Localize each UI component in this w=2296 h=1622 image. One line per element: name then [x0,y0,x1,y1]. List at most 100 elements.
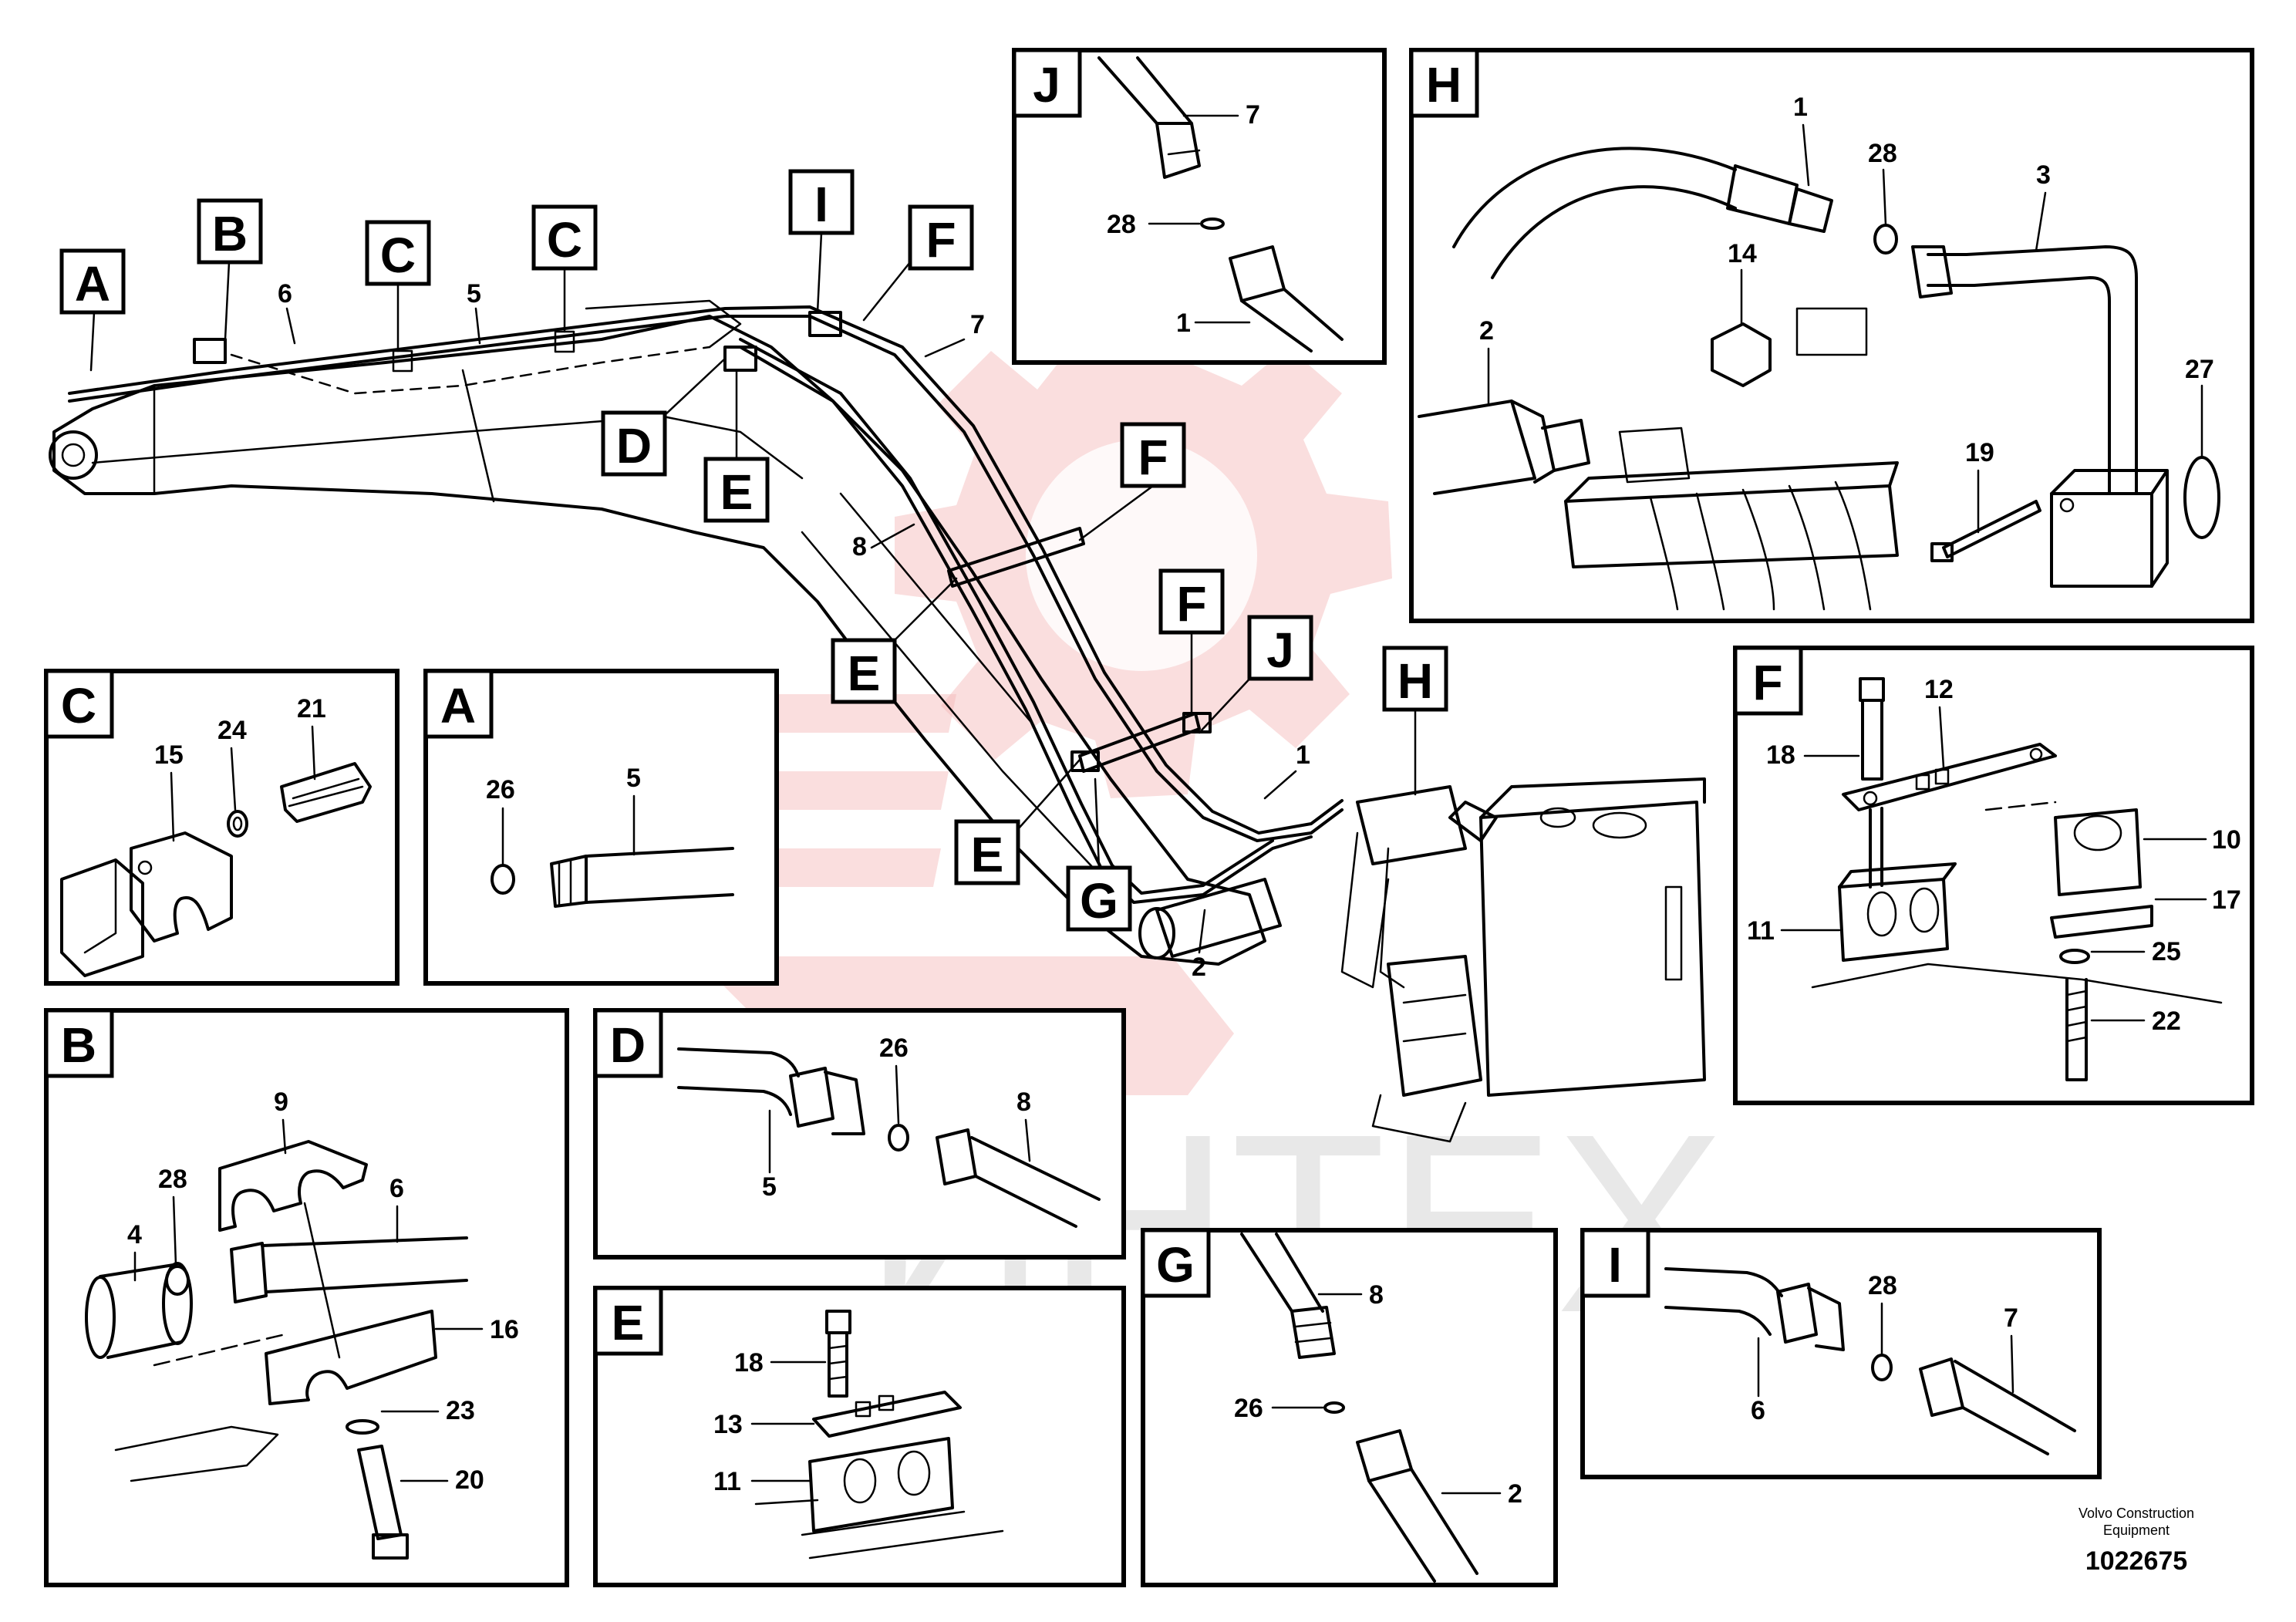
brand-line-2: Equipment [2103,1523,2170,1538]
label-1: 1 [1793,93,1808,122]
label-4: 4 [127,1220,142,1249]
boom-assembly [49,299,1706,1143]
drawing-number: 1022675 [2085,1546,2187,1576]
label-7: 7 [1246,100,1260,130]
label-23: 23 [446,1396,475,1425]
label-3: 3 [2036,160,2051,190]
callout-b[interactable]: B [197,198,263,341]
detail-title: I [1608,1237,1622,1293]
detail-a-panel: A 26 5 [423,669,779,986]
label-28: 28 [1868,139,1897,168]
detail-i-panel: I 28 7 6 [1580,1228,2102,1479]
label-13: 13 [713,1410,743,1439]
part-number: 5 [467,279,481,309]
label-15: 15 [154,740,184,770]
svg-text:E: E [720,464,754,520]
label-27: 27 [2185,355,2214,384]
label-28: 28 [158,1165,187,1194]
label-18: 18 [734,1348,764,1378]
detail-title: D [610,1017,646,1073]
callout-h[interactable]: H [1382,646,1448,796]
svg-text:F: F [1138,430,1168,485]
footer-brand: Volvo Construction Equipment 1022675 [2079,1506,2194,1576]
detail-title: C [61,678,96,733]
label-25: 25 [2152,937,2181,966]
label-28: 28 [1107,210,1136,239]
label-19: 19 [1965,438,1994,467]
callout-e-1[interactable]: E [703,369,770,523]
detail-title: E [612,1295,645,1351]
label-9: 9 [274,1088,288,1117]
svg-text:I: I [814,177,828,232]
label-22: 22 [2152,1007,2181,1036]
part-number: 8 [852,532,867,561]
label-10: 10 [2212,825,2241,855]
part-number: 2 [1192,953,1206,982]
label-26: 26 [486,775,515,804]
part-number: 1 [1296,740,1310,770]
detail-h-panel: H 1 28 3 14 [1409,48,2254,623]
label-2: 2 [1479,316,1494,346]
svg-text:G: G [1080,873,1118,929]
label-6: 6 [389,1174,404,1203]
detail-title: G [1156,1237,1195,1293]
callout-c-2[interactable]: C [531,204,598,333]
callout-f-3[interactable]: F [1158,568,1225,715]
label-8: 8 [1017,1088,1031,1117]
label-2: 2 [1508,1479,1522,1509]
svg-text:J: J [1266,622,1294,678]
detail-e-panel: E 18 13 11 [593,1286,1126,1587]
svg-text:F: F [1176,576,1206,632]
part-number: 7 [970,310,985,339]
label-5: 5 [762,1172,777,1202]
svg-text:F: F [925,212,956,268]
callout-e-2[interactable]: E [831,577,958,704]
svg-text:E: E [971,827,1004,882]
label-28: 28 [1868,1271,1897,1300]
main-part-numbers: 6 5 7 8 1 2 [278,279,1310,982]
svg-text:H: H [1397,653,1433,709]
callout-g[interactable]: G [1066,777,1132,932]
label-26: 26 [1234,1394,1263,1423]
svg-text:B: B [212,206,248,261]
detail-title: A [440,678,476,733]
callout-e-3[interactable]: E [954,758,1081,885]
label-5: 5 [626,764,641,793]
label-24: 24 [217,716,247,745]
label-7: 7 [2004,1303,2018,1333]
label-12: 12 [1924,675,1954,704]
callout-f-1[interactable]: F [862,204,974,322]
detail-title: B [61,1017,96,1073]
part-number: 6 [278,279,292,309]
main-callouts: A B C C I F D [59,169,1448,982]
callout-f-2[interactable]: F [1078,422,1186,541]
label-20: 20 [455,1465,484,1495]
label-1: 1 [1176,309,1191,338]
svg-text:C: C [380,228,416,283]
svg-text:E: E [848,646,881,701]
callout-a[interactable]: A [59,248,126,372]
label-17: 17 [2212,885,2241,915]
label-26: 26 [879,1034,909,1063]
detail-g-panel: G 8 26 2 [1141,1228,1558,1587]
svg-text:A: A [75,256,110,312]
label-14: 14 [1728,239,1757,268]
detail-f-panel: F 18 12 10 17 11 [1733,646,2254,1105]
label-8: 8 [1369,1280,1384,1310]
svg-text:C: C [547,212,582,268]
detail-b-panel: B 9 28 6 4 16 23 20 [44,1008,569,1587]
label-11: 11 [713,1467,741,1496]
detail-c-panel: C 15 24 21 [44,669,400,986]
label-21: 21 [297,694,326,723]
detail-d-panel: D 26 8 5 [593,1008,1126,1259]
label-11: 11 [1747,916,1775,946]
callout-d[interactable]: D [601,357,727,477]
detail-title: F [1752,655,1782,710]
callout-i[interactable]: I [788,169,855,314]
detail-title: J [1033,57,1060,113]
label-6: 6 [1751,1396,1765,1425]
callout-j[interactable]: J [1198,615,1313,734]
brand-line-1: Volvo Construction [2079,1506,2194,1521]
label-16: 16 [490,1315,519,1344]
callout-c-1[interactable]: C [365,220,431,352]
